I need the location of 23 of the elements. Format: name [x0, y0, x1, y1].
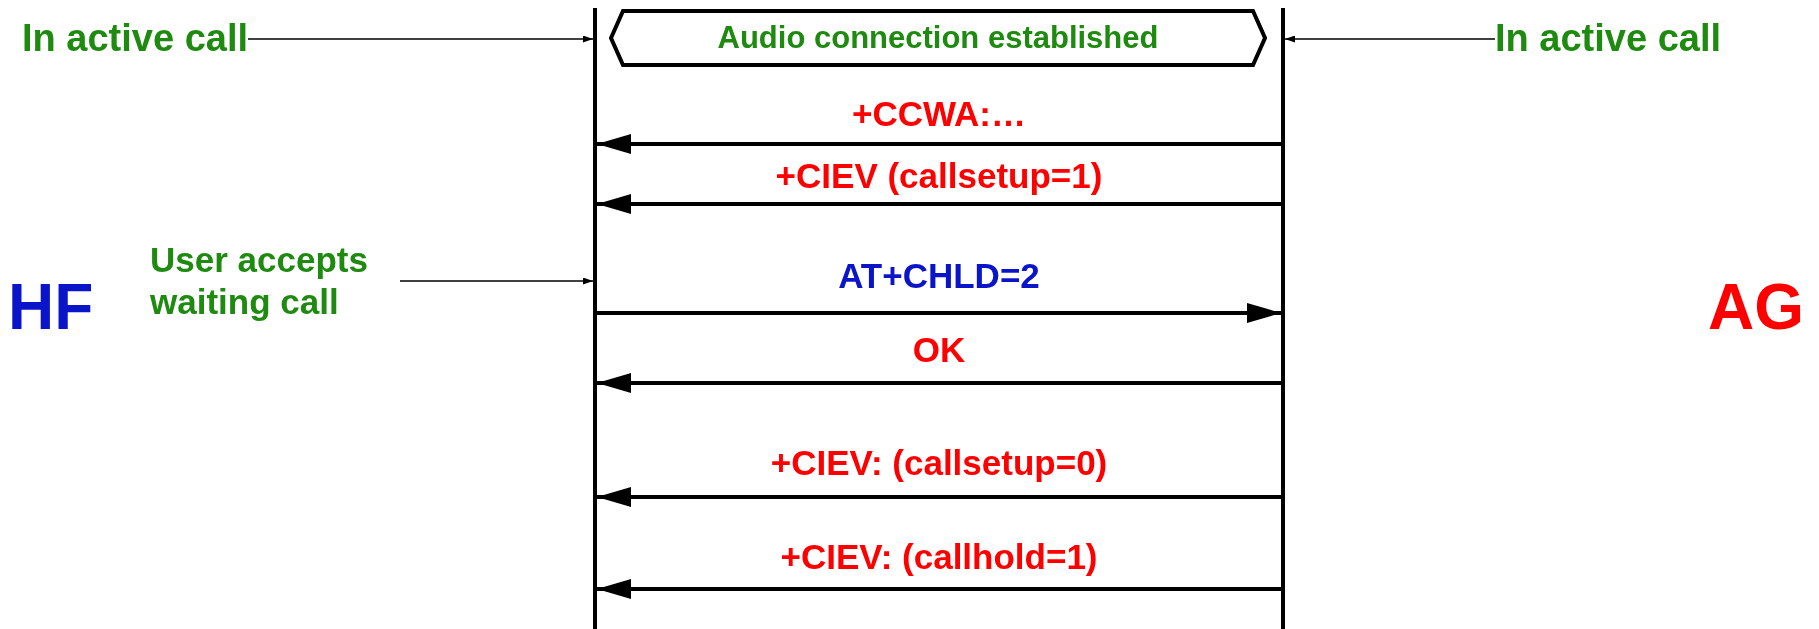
- pointer-arrow: [247, 35, 594, 43]
- message-arrow: [597, 373, 1281, 393]
- state-annotation: In active call: [22, 16, 248, 62]
- participant-label: HF: [8, 270, 94, 346]
- lifeline: [593, 8, 597, 629]
- message-label: +CIEV: (callsetup=0): [770, 443, 1108, 483]
- message-label: +CIEV (callsetup=1): [775, 156, 1103, 196]
- message-label: +CCWA:…: [852, 94, 1026, 134]
- lifeline: [1281, 8, 1285, 629]
- participant-label: AG: [1708, 270, 1804, 346]
- message-label: +CIEV: (callhold=1): [780, 537, 1098, 577]
- pointer-arrow: [1284, 35, 1496, 43]
- pointer-arrow: [399, 277, 594, 285]
- message-label: OK: [912, 330, 966, 370]
- user-action-annotation: User accepts waiting call: [150, 239, 369, 323]
- message-arrow: [597, 303, 1281, 323]
- message-arrow: [597, 487, 1281, 507]
- state-annotation: In active call: [1495, 16, 1721, 62]
- message-label: AT+CHLD=2: [838, 256, 1040, 296]
- message-arrow: [597, 194, 1281, 214]
- state-text: Audio connection established: [717, 19, 1159, 57]
- message-arrow: [597, 134, 1281, 154]
- message-arrow: [597, 579, 1281, 599]
